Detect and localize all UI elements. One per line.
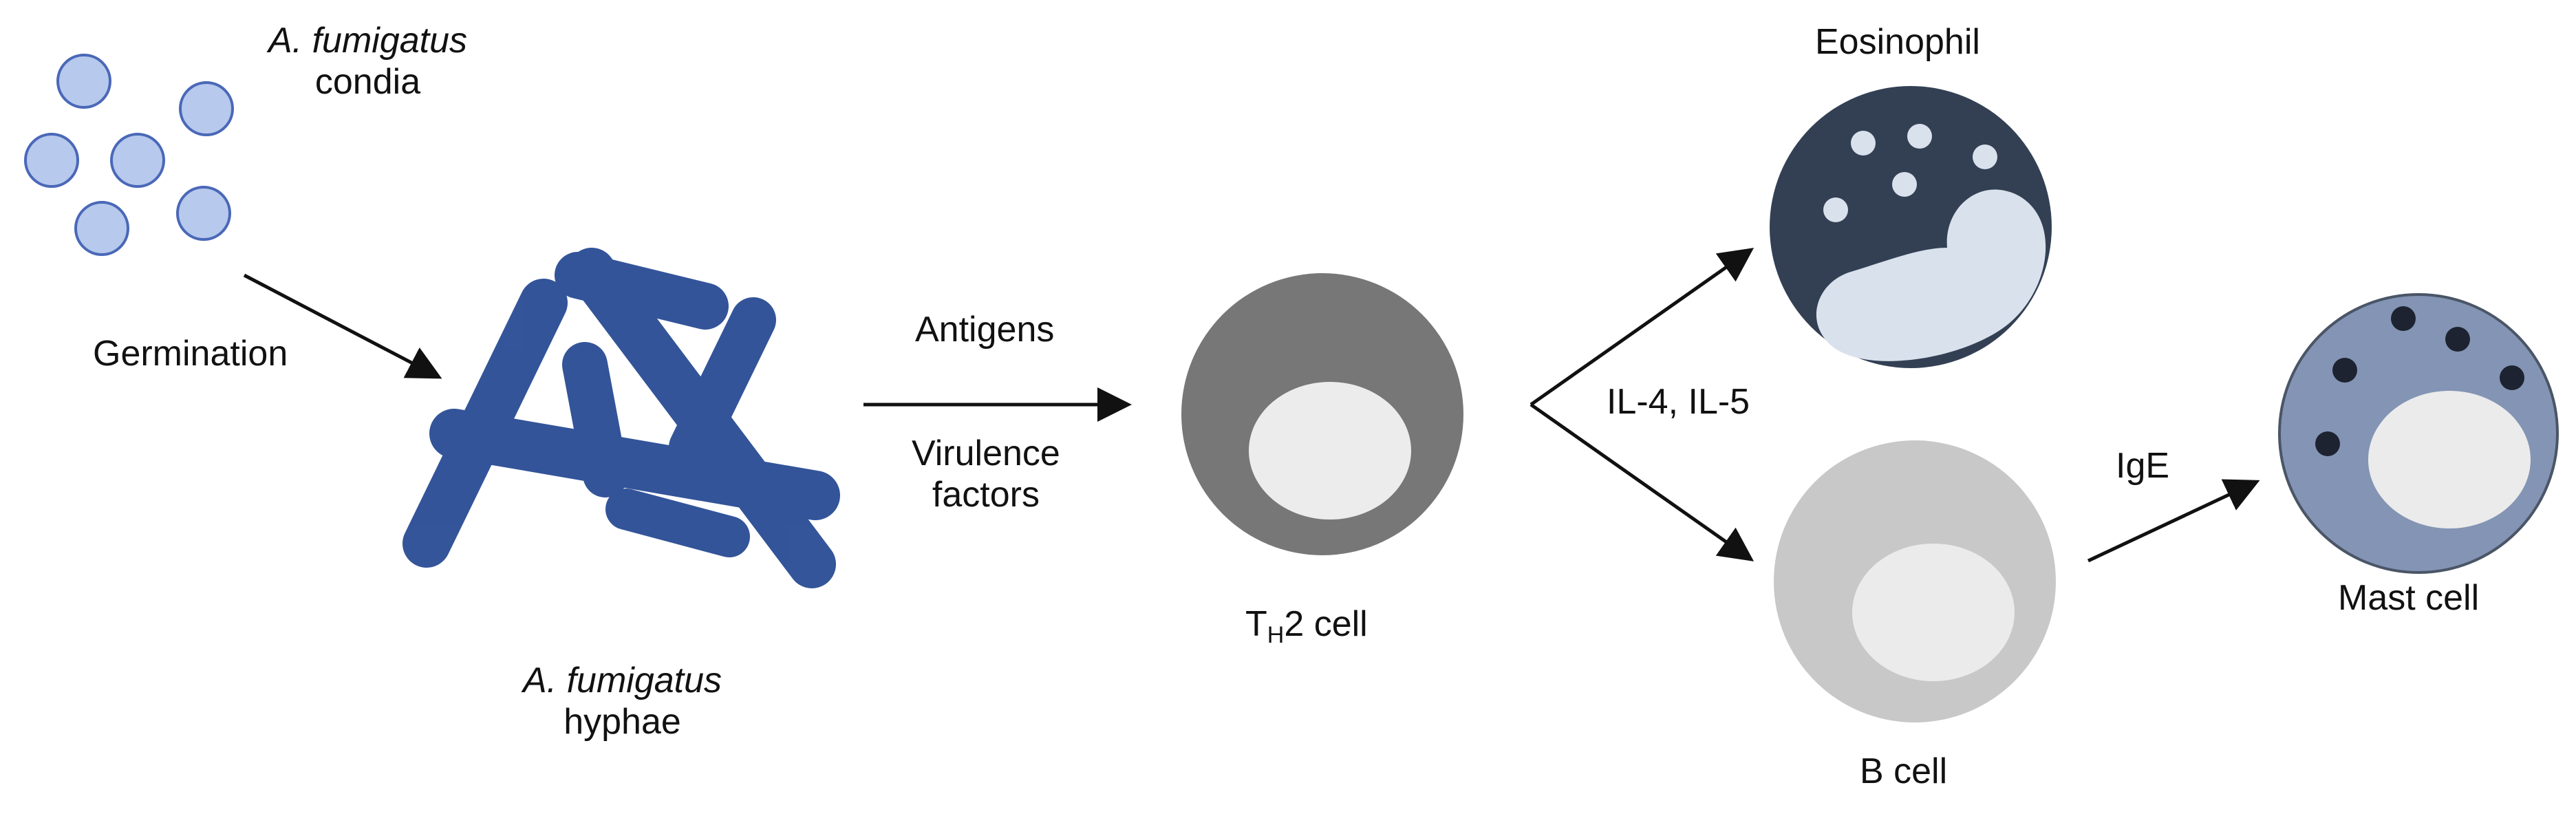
hyphae-label: A. fumigatus hyphae bbox=[523, 661, 722, 743]
eosinophil-granule bbox=[1907, 124, 1932, 149]
conidium bbox=[179, 81, 234, 136]
interleukins-label: IL-4, IL-5 bbox=[1607, 382, 1750, 422]
mast-cell-granule bbox=[2445, 327, 2470, 352]
conidia-label: A. fumigatus condia bbox=[268, 21, 467, 103]
eosinophil-nucleus bbox=[1816, 189, 2046, 361]
eosinophil-granule bbox=[1892, 172, 1917, 197]
conidium bbox=[24, 133, 79, 188]
conidium bbox=[56, 54, 111, 109]
conidia-cluster bbox=[24, 54, 234, 256]
th2-subscript-text: H bbox=[1267, 622, 1285, 648]
arrow-to-eosinophil bbox=[1530, 248, 1754, 407]
mast-cell-granule bbox=[2315, 431, 2340, 456]
th2-suffix-text: 2 cell bbox=[1284, 604, 1368, 644]
conidia-word-text: condia bbox=[314, 61, 421, 102]
hypha-segment bbox=[669, 297, 776, 470]
eosinophil-granule bbox=[1851, 131, 1876, 156]
germination-label: Germination bbox=[93, 334, 288, 374]
eosinophil-label: Eosinophil bbox=[1815, 22, 1980, 62]
th2-prefix-text: T bbox=[1245, 604, 1267, 644]
eosinophil-granule bbox=[1973, 144, 1997, 169]
hyphae-species-text: A. fumigatus bbox=[523, 661, 722, 700]
b-cell-nucleus bbox=[1852, 544, 2015, 681]
virulence-line1-text: Virulence bbox=[912, 433, 1060, 473]
germination-arrow bbox=[243, 273, 442, 379]
mast-cell-granule bbox=[2391, 306, 2416, 331]
hypha-segment bbox=[562, 342, 628, 497]
mast-cell-granule bbox=[2500, 365, 2524, 390]
mast-cell-label: Mast cell bbox=[2338, 578, 2480, 618]
hyphae-mass bbox=[402, 248, 840, 588]
conidia-species-text: A. fumigatus bbox=[268, 21, 468, 61]
conidium bbox=[176, 186, 231, 241]
b-cell bbox=[1774, 440, 2056, 722]
eosinophil bbox=[1770, 86, 2052, 368]
ige-arrow bbox=[2087, 479, 2260, 563]
eosinophil-granule bbox=[1823, 197, 1848, 222]
arrow-to-b-cell bbox=[1530, 403, 1754, 561]
th2-cell-label: TH2 cell bbox=[1245, 604, 1368, 649]
mast-cell-granule bbox=[2332, 358, 2357, 383]
antigens-label: Antigens bbox=[915, 310, 1055, 350]
mast-cell bbox=[2278, 293, 2559, 574]
ige-label: IgE bbox=[2116, 446, 2170, 486]
hyphae-word-text: hyphae bbox=[564, 701, 681, 742]
th2-cell-nucleus bbox=[1249, 382, 1411, 520]
mast-cell-nucleus bbox=[2368, 391, 2531, 528]
th2-cell bbox=[1181, 273, 1463, 555]
virulence-factors-label: Virulence factors bbox=[912, 433, 1060, 516]
b-cell-label: B cell bbox=[1860, 751, 1948, 791]
hypha-segment bbox=[605, 489, 750, 557]
conidium bbox=[74, 201, 129, 256]
virulence-line2-text: factors bbox=[932, 474, 1040, 515]
conidium bbox=[110, 133, 165, 188]
